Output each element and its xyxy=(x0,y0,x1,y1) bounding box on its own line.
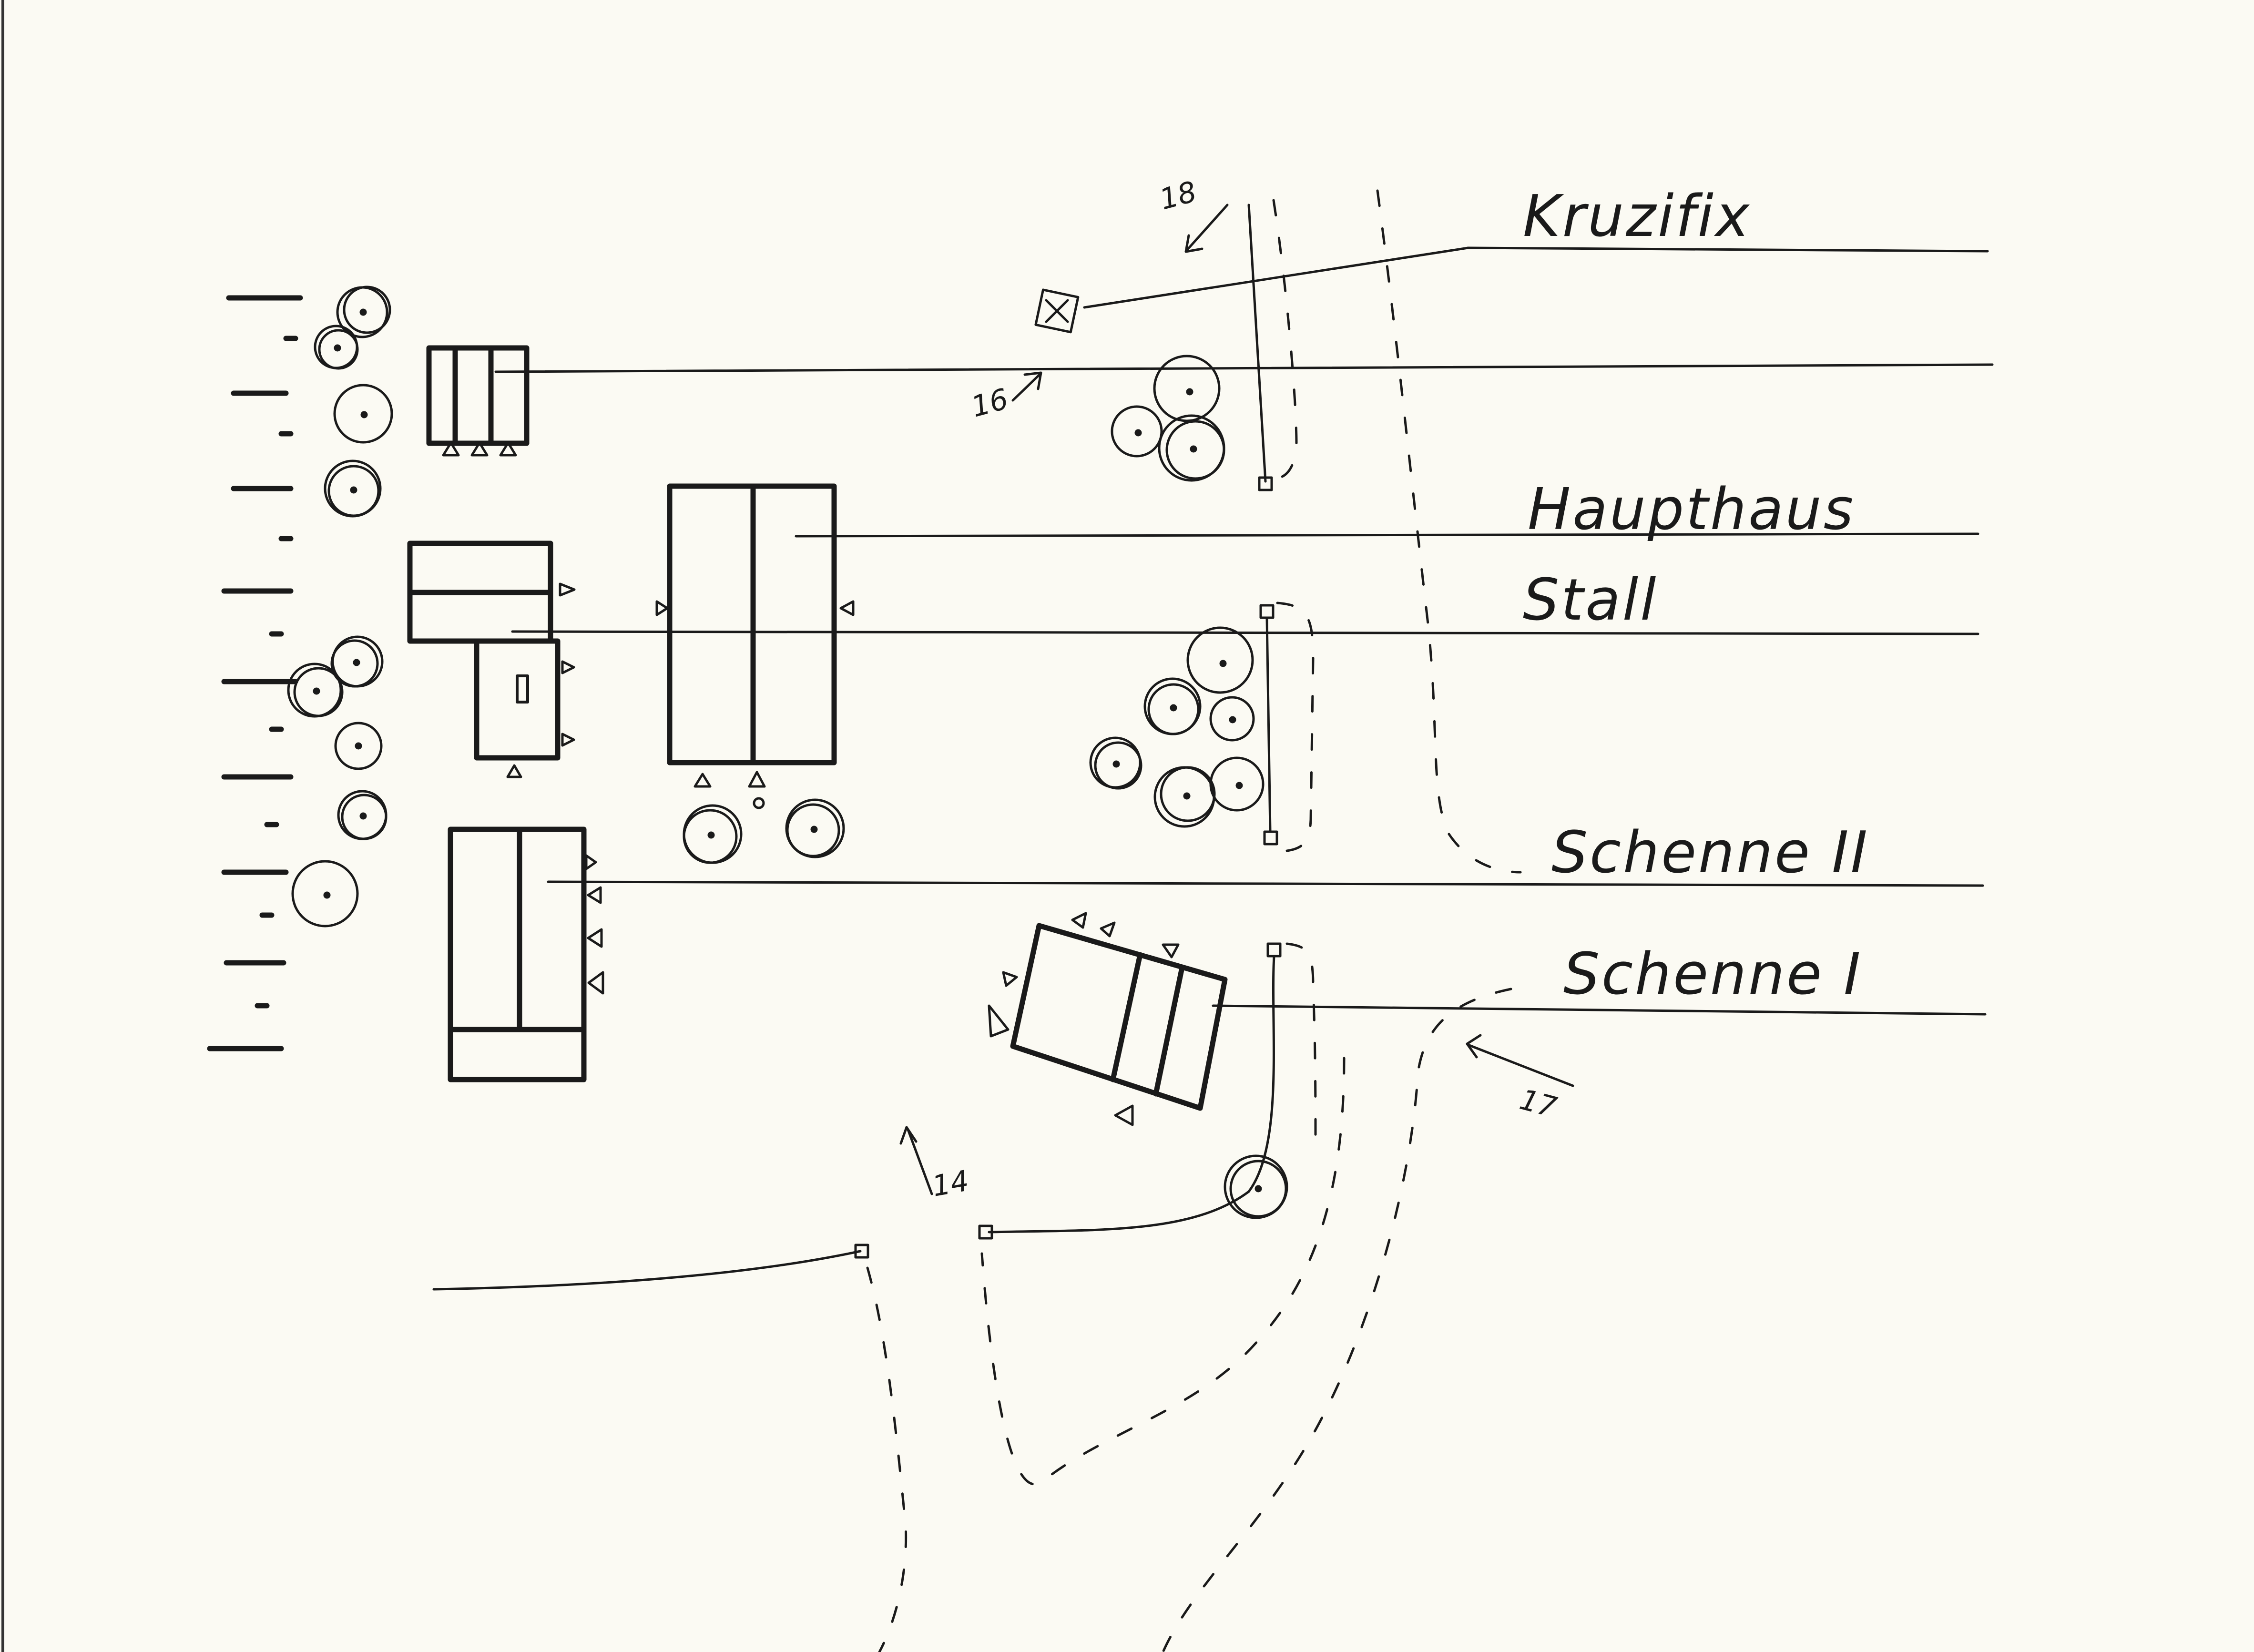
label-stall: Stall xyxy=(1523,567,1658,633)
tree-icon xyxy=(785,798,845,858)
arrow-18-icon xyxy=(1185,204,1229,252)
arrow-14-icon xyxy=(907,1128,933,1195)
fence-lower xyxy=(978,942,1317,1240)
tree-icon xyxy=(333,384,393,444)
fence-lower-left xyxy=(432,1244,869,1291)
tree-icon xyxy=(324,459,382,518)
kruzifix-symbol xyxy=(1034,288,1080,334)
tree-icon xyxy=(330,635,384,688)
tree-icon xyxy=(314,325,359,370)
trees-upper-center xyxy=(1111,355,1225,482)
label-schenne-2: Schenne II xyxy=(1551,820,1869,886)
photo-point-arrows xyxy=(899,204,1574,1195)
road-main-edges xyxy=(866,189,1522,1652)
trees-left xyxy=(287,286,393,928)
building-schenne-1 xyxy=(988,912,1228,1126)
tree-icon xyxy=(1089,736,1142,790)
arrow-16-icon xyxy=(1011,373,1041,402)
tree-icon xyxy=(287,663,344,718)
building-haupthaus xyxy=(655,483,855,809)
building-top-left xyxy=(426,345,530,457)
label-kruzifix: Kruzifix xyxy=(1523,184,1751,250)
tree-icon xyxy=(1143,677,1202,735)
tree-icon xyxy=(1224,1154,1288,1219)
tree-icon xyxy=(336,286,391,338)
building-stall xyxy=(407,540,576,778)
trees-middle-center xyxy=(1089,626,1265,828)
left-road-markings xyxy=(207,295,303,1051)
arrow-17-icon xyxy=(1467,1043,1574,1087)
tree-icon xyxy=(1186,626,1254,694)
tree-icon xyxy=(1158,414,1225,482)
building-schenne-2 xyxy=(448,826,604,1082)
trees-below-haupthaus xyxy=(683,798,845,864)
tree-icon xyxy=(1209,696,1255,742)
photo-point-14: 14 xyxy=(929,1164,971,1203)
label-haupthaus: Haupthaus xyxy=(1528,477,1855,543)
tree-icon xyxy=(683,804,743,864)
fence-upper xyxy=(1247,199,1298,491)
tree-icon xyxy=(334,722,383,770)
label-schenne-1: Schenne I xyxy=(1563,941,1863,1008)
fence-middle xyxy=(1259,602,1315,852)
tree-icon xyxy=(291,860,359,928)
tree-icon xyxy=(1153,355,1221,422)
tree-icon xyxy=(1209,756,1265,812)
tree-icon xyxy=(337,790,388,840)
tree-icon xyxy=(1111,405,1163,458)
leader-lines xyxy=(494,246,1994,1016)
